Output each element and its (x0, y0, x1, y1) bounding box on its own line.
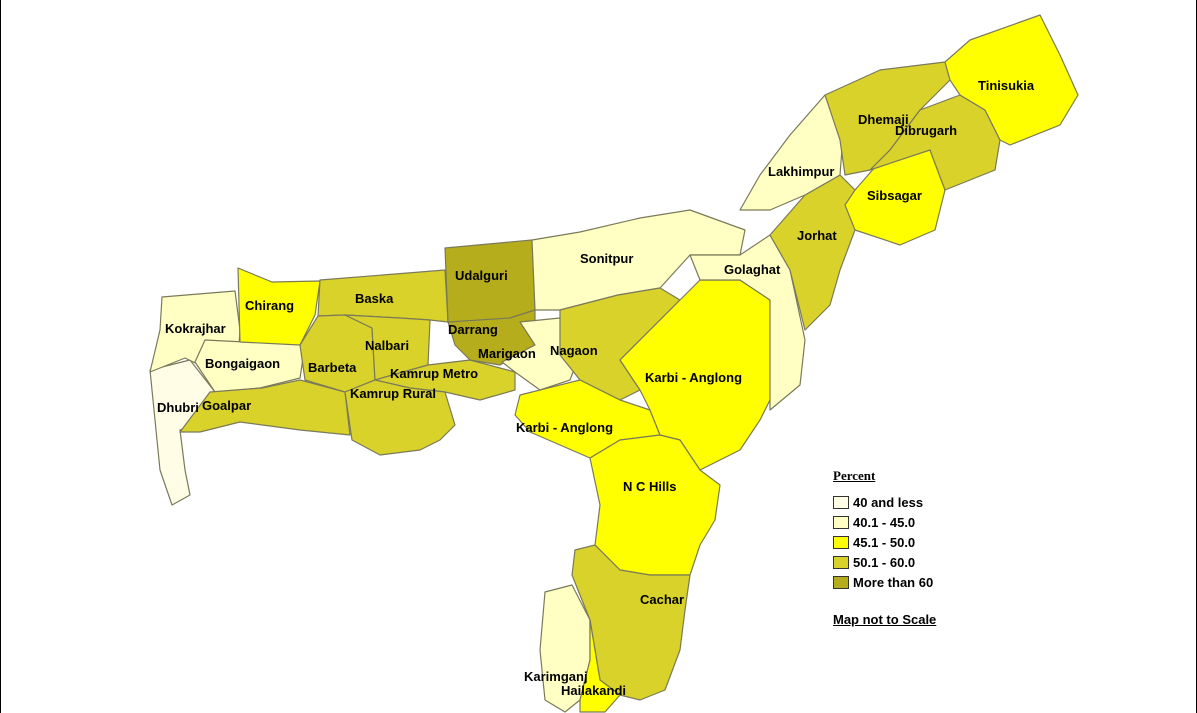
legend-row: More than 60 (833, 572, 936, 592)
district-label-marigaon-12: Marigaon (478, 346, 536, 361)
district-label-jorhat-18: Jorhat (797, 228, 837, 243)
legend-title: Percent (833, 468, 876, 483)
legend-swatch (833, 555, 849, 569)
legend-label: 45.1 - 50.0 (853, 534, 916, 550)
district-label-nalbari-7: Nalbari (365, 338, 409, 353)
legend-row: 40.1 - 45.0 (833, 512, 936, 532)
district-label-goalpar-4: Goalpar (202, 398, 251, 413)
district-chirang-3 (237, 267, 321, 346)
legend-row: 45.1 - 50.0 (833, 532, 936, 552)
district-label-lakhimpur-20: Lakhimpur (768, 164, 834, 179)
district-label-golaghat-17: Golaghat (724, 262, 781, 277)
district-label-hailakandi-27: Hailakandi (561, 683, 626, 698)
legend-swatch (833, 515, 849, 529)
district-label-udalguri-10: Udalguri (455, 268, 508, 283)
legend: Percent 40 and less 40.1 - 45.0 45.1 - 50.… (833, 468, 936, 627)
district-label-karbi-anglong-16: Karbi - Anglong (645, 370, 742, 385)
district-tinisukia-23 (944, 14, 1079, 146)
district-barbeta-6 (299, 314, 376, 393)
district-label-sibsagar-19: Sibsagar (867, 188, 922, 203)
district-label-kokrajhar-1: Kokrajhar (165, 321, 226, 336)
district-label-barbeta-6: Barbeta (308, 360, 357, 375)
district-label-dibrugarh-22: Dibrugarh (895, 123, 957, 138)
district-golaghat-17 (689, 234, 806, 411)
district-label-tinisukia-23: Tinisukia (978, 78, 1035, 93)
district-dhubri-0 (149, 359, 216, 506)
legend-label: 50.1 - 60.0 (853, 554, 916, 570)
district-label-cachar-25: Cachar (640, 592, 684, 607)
legend-label: 40 and less (853, 494, 924, 510)
legend-row: 40 and less (833, 492, 936, 512)
legend-swatch (833, 575, 849, 589)
district-label-nagaon-14: Nagaon (550, 343, 598, 358)
district-label-chirang-3: Chirang (245, 298, 294, 313)
district-label-kamrup-metro-8: Kamrup Metro (390, 366, 478, 381)
legend-row: 50.1 - 60.0 (833, 552, 936, 572)
district-label-bongaigaon-2: Bongaigaon (205, 356, 280, 371)
district-label-dhubri-0: Dhubri (157, 400, 199, 415)
district-label-n-c-hills-24: N C Hills (623, 479, 676, 494)
legend-label: 40.1 - 45.0 (853, 514, 916, 530)
district-label-baska-5: Baska (355, 291, 394, 306)
legend-label: More than 60 (853, 574, 934, 590)
district-kamrup-rural-9 (344, 379, 456, 456)
scale-note: Map not to Scale (833, 612, 937, 627)
district-label-karbi-anglong-15: Karbi - Anglong (516, 420, 613, 435)
legend-swatch (833, 535, 849, 549)
legend-swatch (833, 495, 849, 509)
district-label-kamrup-rural-9: Kamrup Rural (350, 386, 436, 401)
district-label-dhemaji-21: Dhemaji (858, 112, 909, 127)
district-label-darrang-11: Darrang (448, 322, 498, 337)
district-label-sonitpur-13: Sonitpur (580, 251, 633, 266)
district-hailakandi-27 (579, 619, 621, 713)
district-goalpar-4 (179, 379, 351, 436)
district-label-karimganj-26: Karimganj (524, 669, 588, 684)
